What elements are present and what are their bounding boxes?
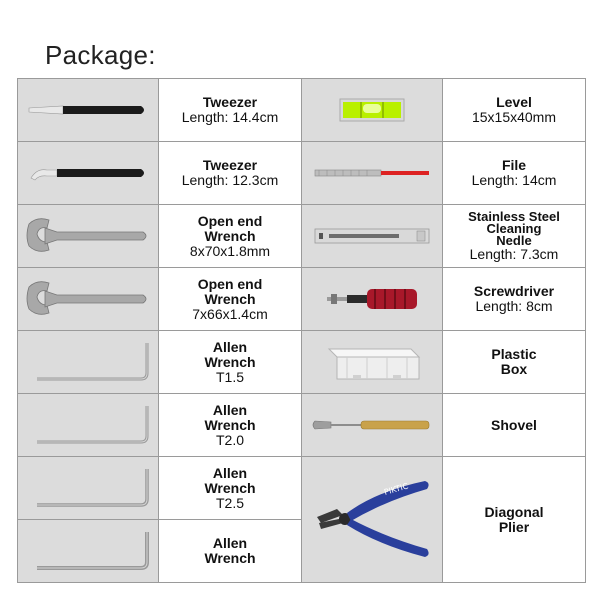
item-name: File [501,157,527,173]
item-desc-needle: Stainless Steel Cleaning Nedle Length: 7… [442,204,586,268]
item-name: Screwdriver [473,283,555,299]
item-name-line: Open end [197,212,263,229]
item-desc-level: Level 15x15x40mm [442,78,586,142]
page-title: Package: [45,40,156,70]
item-name: Tweezer [202,157,258,173]
item-name-line: Allen [212,535,248,551]
allen-wrench-icon [37,406,149,444]
item-name-line: Cleaning [486,220,542,236]
item-name-line: Allen [212,401,248,418]
item-image-tweezer-1 [17,78,159,142]
item-spec: T2.0 [215,431,244,448]
allen-wrench-icon [37,532,149,570]
item-name-line: Plastic [491,346,537,362]
item-spec: T1.5 [215,368,244,385]
item-image-needle [301,204,443,268]
item-desc-screwdriver: Screwdriver Length: 8cm [442,267,586,331]
item-spec: Length: 8cm [475,298,553,314]
item-spec: 8x70x1.8mm [189,242,271,259]
item-desc-allen-t20: Allen Wrench T2.0 [158,393,302,457]
item-desc-allen-4: Allen Wrench [158,519,302,583]
item-name-line: Wrench [204,227,256,244]
item-image-wrench-1 [17,204,159,268]
item-desc-wrench-1: Open end Wrench 8x70x1.8mm [158,204,302,268]
item-desc-wrench-2: Open end Wrench 7x66x1.4cm [158,267,302,331]
item-desc-plastic-box: Plastic Box [442,330,586,394]
level-icon [339,98,405,122]
screwdriver-icon [327,289,417,309]
item-image-level [301,78,443,142]
item-name-line: Allen [212,464,248,481]
item-name-line: Open end [197,275,263,292]
item-image-plastic-box [301,330,443,394]
item-spec: T2.5 [215,494,244,511]
item-name-line: Wrench [204,290,256,307]
item-name-line: Wrench [204,479,256,496]
item-image-allen-t15 [17,330,159,394]
item-image-file [301,141,443,205]
item-name: Tweezer [202,94,258,110]
item-name-line: Wrench [204,353,256,370]
item-image-shovel [301,393,443,457]
item-name-line: Box [500,361,528,377]
tweezer-bent-icon [30,169,144,181]
plastic-box-icon [327,348,421,380]
item-name: Level [496,94,532,110]
wrench-icon [26,281,147,315]
item-name-line: Wrench [204,416,256,433]
item-spec: Length: 14cm [471,172,557,188]
item-desc-tweezer-2: Tweezer Length: 12.3cm [158,141,302,205]
item-name-line: Stainless Steel [468,208,560,224]
item-image-screwdriver [301,267,443,331]
item-desc-file: File Length: 14cm [442,141,586,205]
allen-wrench-icon [37,343,149,381]
item-name-line: Plier [498,518,530,535]
item-image-diagonal-plier: PIKTIC [301,456,443,583]
item-image-tweezer-2 [17,141,159,205]
item-name-line: Allen [212,338,248,355]
item-spec: 15x15x40mm [471,109,557,125]
item-spec: 7x66x1.4cm [192,305,268,322]
needle-icon [314,228,430,244]
item-image-allen-t25 [17,456,159,520]
allen-wrench-icon [37,469,149,507]
item-desc-diagonal-plier: Diagonal Plier [442,456,586,583]
file-icon [314,169,429,177]
package-table: Tweezer Length: 14.4cm Level 15x15x40mm [17,78,586,583]
item-image-allen-t20 [17,393,159,457]
item-spec: Length: 7.3cm [469,245,559,262]
tweezer-straight-icon [28,105,144,115]
item-desc-shovel: Shovel [442,393,586,457]
item-name: Shovel [491,416,537,433]
item-desc-allen-t25: Allen Wrench T2.5 [158,456,302,520]
item-desc-allen-t15: Allen Wrench T1.5 [158,330,302,394]
item-name-line: Wrench [204,550,256,566]
item-name-line: Diagonal [484,503,544,520]
shovel-icon [312,420,430,430]
item-image-allen-4 [17,519,159,583]
item-image-wrench-2 [17,267,159,331]
item-spec: Length: 12.3cm [181,172,279,188]
item-desc-tweezer-1: Tweezer Length: 14.4cm [158,78,302,142]
wrench-icon [26,218,147,252]
item-name-line: Nedle [496,232,532,248]
item-spec: Length: 14.4cm [181,109,279,125]
diagonal-plier-icon: PIKTIC [317,480,429,557]
